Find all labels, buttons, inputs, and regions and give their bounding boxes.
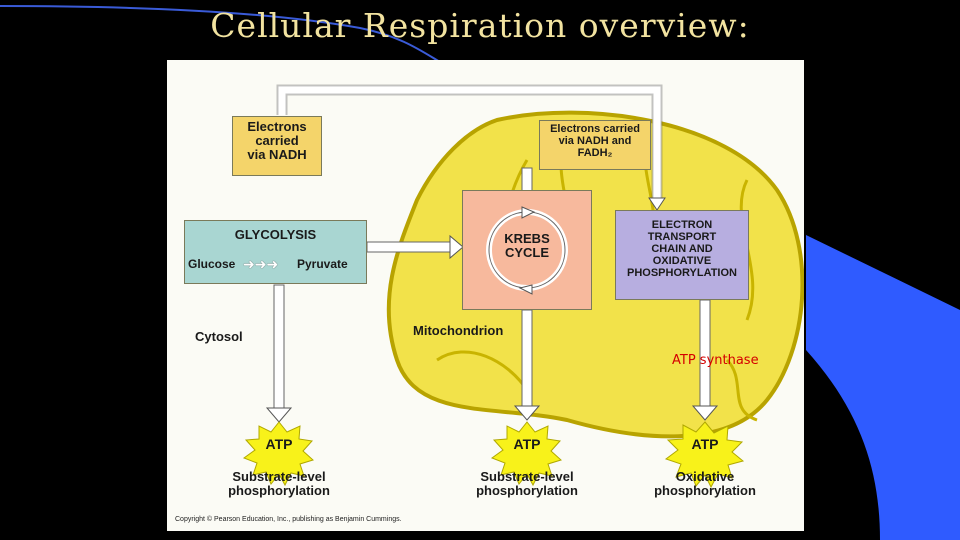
atp-burst-2 bbox=[490, 421, 562, 487]
electrons-nadh-label: Electrons carried via NADH bbox=[247, 119, 307, 163]
atp-burst-3 bbox=[664, 421, 745, 489]
glycolysis-box bbox=[184, 220, 367, 284]
slide-title: Cellular Respiration overview: bbox=[210, 6, 750, 45]
electrons-nadh-fadh2-box bbox=[539, 120, 651, 170]
atp-synthase-annotation: ATP synthase bbox=[672, 353, 759, 368]
output-label-2: Substrate-level phosphorylation bbox=[476, 469, 578, 499]
atp-label-2: ATP bbox=[513, 436, 541, 452]
mitochondrion-label: Mitochondrion bbox=[413, 323, 504, 338]
electrons-nadh-fadh2-label: Electrons carried via NADH and FADH₂ bbox=[550, 123, 640, 159]
copyright-text: Copyright © Pearson Education, Inc., pub… bbox=[175, 516, 402, 523]
output-label-1: Substrate-level phosphorylation bbox=[228, 469, 330, 499]
pyruvate-label: Pyruvate bbox=[297, 257, 348, 271]
etc-box bbox=[615, 210, 749, 300]
krebs-cycle-label: KREBS CYCLE bbox=[504, 231, 550, 261]
diagram-graphics bbox=[242, 84, 804, 489]
glycolysis-label: GLYCOLYSIS bbox=[234, 227, 317, 242]
glucose-pyruvate-arrows: ➜➜➜ bbox=[243, 256, 279, 272]
atp-label-3: ATP bbox=[691, 436, 719, 452]
output-label-3: Oxidative phosphorylation bbox=[654, 469, 756, 499]
electrons-nadh-box bbox=[232, 116, 322, 176]
diagram-figure: Electrons carried via NADH Electrons car… bbox=[167, 60, 804, 531]
blue-swoosh-shape bbox=[806, 235, 960, 540]
atp-burst-1 bbox=[242, 421, 314, 487]
glucose-label: Glucose bbox=[188, 257, 236, 271]
etc-label: ELECTRON TRANSPORT CHAIN AND OXIDATIVE P… bbox=[626, 219, 737, 279]
cytosol-label: Cytosol bbox=[195, 329, 243, 344]
atp-label-1: ATP bbox=[265, 436, 293, 452]
cycle-arrows-icon bbox=[486, 206, 568, 295]
